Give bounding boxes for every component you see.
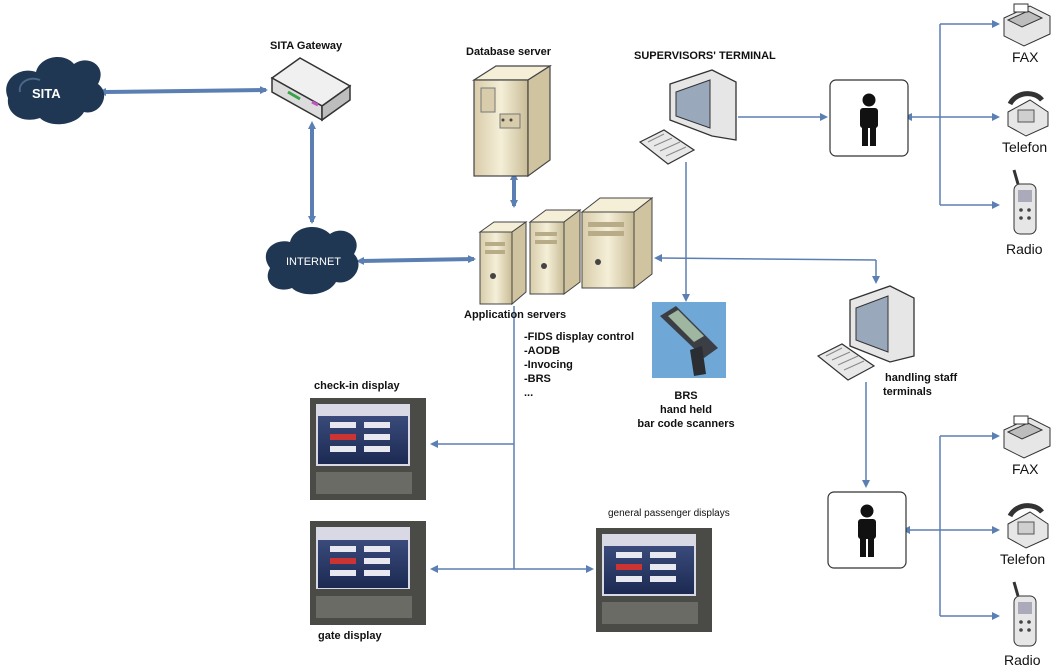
internet-appserver-link <box>356 255 476 265</box>
sita-gateway-icon <box>270 57 352 122</box>
function-item: -FIDS display control <box>524 331 635 343</box>
brs-caption-line: hand held <box>660 404 712 416</box>
fax-icon-top <box>1003 3 1051 47</box>
fax-label-top: FAX <box>1012 49 1039 65</box>
connectors <box>98 20 1000 620</box>
telefon-icon-bottom <box>1007 503 1049 549</box>
supervisor-person-icon <box>829 79 909 157</box>
radio-icon-top <box>1012 169 1037 235</box>
brs-caption-line: bar code scanners <box>637 418 735 430</box>
appserver-staff-link <box>654 254 877 263</box>
application-servers-icon <box>478 196 654 306</box>
telefon-label-bottom: Telefon <box>1000 551 1046 567</box>
gate-display-label: gate display <box>318 630 382 642</box>
handling-staff-label-line2: terminals <box>883 386 932 398</box>
function-item: ... <box>524 387 534 399</box>
function-item: -BRS <box>524 373 551 385</box>
supervisors-terminal-label: SUPERVISORS' TERMINAL <box>634 50 776 62</box>
staff-person-icon <box>827 491 907 569</box>
database-server-label: Database server <box>466 46 552 58</box>
sita-cloud <box>6 57 105 125</box>
general-passenger-displays-label: general passenger displays <box>608 508 730 519</box>
brs-scanner-icon <box>652 302 726 378</box>
radio-label-bottom: Radio <box>1004 652 1041 668</box>
internet-cloud <box>265 227 359 295</box>
radio-label-top: Radio <box>1006 241 1043 257</box>
sita-cloud-label: SITA <box>32 86 61 101</box>
brs-caption: BRS hand held bar code scanners <box>634 389 738 431</box>
gate-display-photo <box>310 521 426 625</box>
function-item: -AODB <box>524 345 561 357</box>
telefon-icon-top <box>1007 91 1049 137</box>
fax-icon-bottom <box>1003 415 1051 459</box>
application-servers-label: Application servers <box>464 309 567 321</box>
check-in-display-label: check-in display <box>314 380 400 392</box>
application-functions-list: -FIDS display control -AODB -Invocing -B… <box>524 330 634 400</box>
sita-gateway-label: SITA Gateway <box>270 40 343 52</box>
telefon-label-top: Telefon <box>1002 139 1048 155</box>
supervisors-terminal-icon <box>638 69 737 165</box>
brs-caption-line: BRS <box>674 390 698 402</box>
sita-gateway-link <box>98 86 268 96</box>
handling-staff-label-line1: handling staff <box>885 372 958 384</box>
radio-icon-bottom <box>1012 581 1037 647</box>
check-in-display-photo <box>310 398 426 500</box>
handling-staff-terminal-icon <box>816 285 915 381</box>
general-passenger-display-photo <box>596 528 712 632</box>
function-item: -Invocing <box>524 359 573 371</box>
internet-cloud-label: INTERNET <box>286 256 341 268</box>
database-server-icon <box>471 64 553 178</box>
fax-label-bottom: FAX <box>1012 461 1039 477</box>
